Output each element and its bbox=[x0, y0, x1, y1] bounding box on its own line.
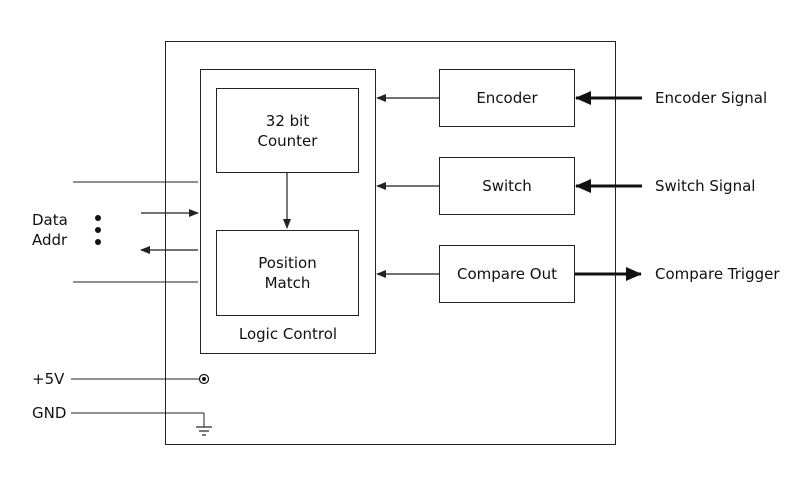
switch-signal-label: Switch Signal bbox=[655, 177, 756, 195]
addr-label: Addr bbox=[32, 231, 68, 249]
counter-label-line2: Counter bbox=[257, 131, 318, 150]
encoder-block: Encoder bbox=[439, 69, 575, 127]
compare-trigger-label: Compare Trigger bbox=[655, 265, 780, 283]
position-match-block: Position Match bbox=[216, 230, 359, 316]
ellipsis-dot bbox=[95, 227, 101, 233]
position-match-label-line1: Position bbox=[258, 254, 317, 272]
switch-label: Switch bbox=[482, 177, 532, 195]
ground-label: GND bbox=[32, 404, 67, 422]
counter-label-line1: 32 bit bbox=[265, 111, 310, 130]
power-label: +5V bbox=[32, 370, 65, 388]
compare-out-label: Compare Out bbox=[456, 265, 557, 283]
switch-block: Switch bbox=[439, 157, 575, 215]
position-match-label-line2: Match bbox=[264, 274, 311, 292]
ellipsis-dot bbox=[95, 239, 101, 245]
ellipsis-dot bbox=[95, 215, 101, 221]
data-label: Data bbox=[32, 211, 68, 229]
counter-block: 32 bit Counter bbox=[216, 88, 359, 173]
compare-out-block: Compare Out bbox=[439, 245, 575, 303]
logic-control-label: Logic Control bbox=[238, 325, 338, 343]
encoder-signal-label: Encoder Signal bbox=[655, 89, 768, 107]
encoder-label: Encoder bbox=[476, 89, 538, 107]
